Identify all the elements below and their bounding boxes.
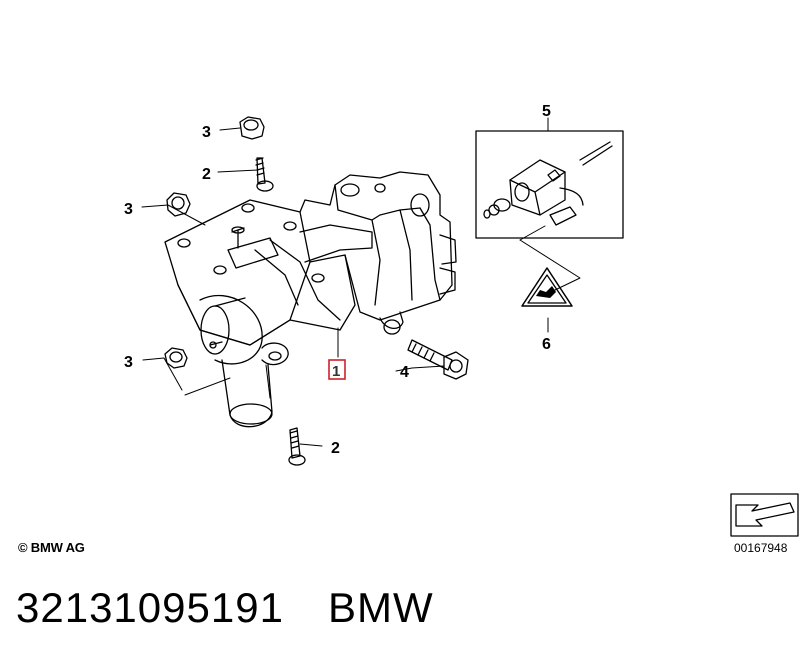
warning-triangle-icon[interactable] xyxy=(521,267,573,307)
nut-3-top[interactable] xyxy=(239,116,265,140)
callout-4[interactable]: 4 xyxy=(400,364,409,381)
highlight-box xyxy=(328,359,346,380)
bolt-4[interactable] xyxy=(407,339,469,380)
sensor-box-frame xyxy=(475,130,624,239)
diagram-id: 00167948 xyxy=(734,541,788,555)
callout-3-bottom[interactable]: 3 xyxy=(124,354,133,371)
callout-3-top[interactable]: 3 xyxy=(202,124,211,141)
callout-6[interactable]: 6 xyxy=(542,336,551,353)
steering-box[interactable] xyxy=(164,171,457,428)
sensor-5[interactable] xyxy=(483,141,613,226)
nut-3-left[interactable] xyxy=(166,192,191,217)
nut-3-bottom[interactable] xyxy=(164,347,188,369)
part-number: 32131095191 xyxy=(16,584,284,631)
callout-1[interactable]: 1 xyxy=(332,363,340,380)
callout-2-bottom[interactable]: 2 xyxy=(331,440,340,457)
callout-5[interactable]: 5 xyxy=(542,103,551,120)
direction-arrow-icon xyxy=(730,493,799,537)
stud-2-top[interactable] xyxy=(255,157,274,192)
stud-2-bottom[interactable] xyxy=(288,427,306,466)
callout-2-top[interactable]: 2 xyxy=(202,166,211,183)
callout-3-left[interactable]: 3 xyxy=(124,201,133,218)
brand-name: BMW xyxy=(327,584,434,631)
footer-caption: 32131095191 BMW xyxy=(16,584,434,632)
copyright-notice: © BMW AG xyxy=(18,540,85,555)
leader-lines xyxy=(141,117,581,447)
